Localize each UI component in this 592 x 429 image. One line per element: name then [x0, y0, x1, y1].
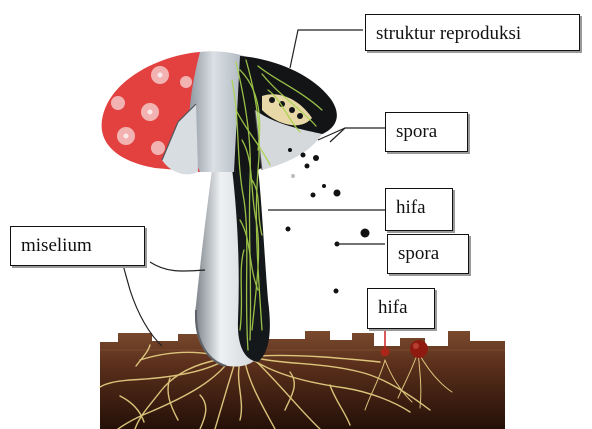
label-hypha-upper: hifa: [385, 188, 453, 231]
label-spores-upper: spora: [385, 112, 468, 152]
label-spores-lower: spora: [387, 234, 469, 274]
label-reproductive-structure: struktur reproduksi: [365, 14, 580, 51]
label-hypha-lower: hifa: [367, 288, 435, 329]
spores: [286, 148, 370, 294]
label-mycelium: miselium: [10, 226, 145, 266]
